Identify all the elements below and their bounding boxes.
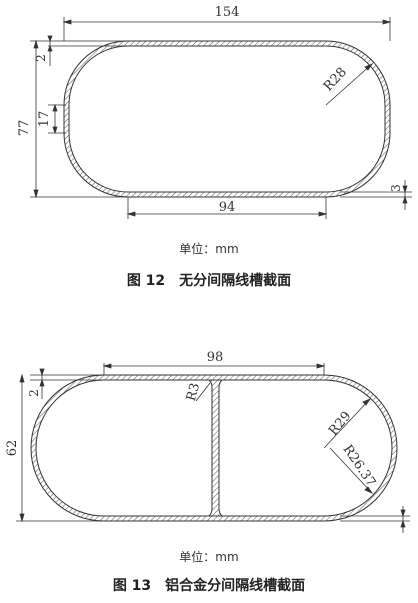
dim-radius-r28 xyxy=(325,63,374,106)
dim13-wall-label: 2 xyxy=(27,389,41,397)
dim-bottom-label: 94 xyxy=(219,200,236,215)
dim13-r3-label: R3 xyxy=(184,381,203,402)
dim-height-label: 77 xyxy=(17,120,32,137)
dim-radius-label: R28 xyxy=(321,65,350,94)
dim13-wall-2 xyxy=(30,368,110,399)
profile13-divider xyxy=(207,379,224,517)
figure-12-unit: 单位：mm xyxy=(179,242,239,256)
dim13-r2637-label: R26.37 xyxy=(340,442,379,489)
dim13-height-label: 62 xyxy=(5,440,20,457)
dim-3-label: 3 xyxy=(389,184,403,192)
dim13-height-62 xyxy=(16,373,104,523)
profile13-wall xyxy=(30,374,398,522)
figure-13-unit: 单位：mm xyxy=(179,550,239,564)
dim13-right-ticks xyxy=(340,506,410,533)
dim-3 xyxy=(340,180,412,210)
dim13-r29-label: R29 xyxy=(326,409,354,439)
dim-width-154 xyxy=(62,17,392,41)
dim-17-label: 17 xyxy=(37,111,52,128)
profile-wall xyxy=(63,40,391,198)
dim13-r29 xyxy=(323,398,372,449)
dim-wall-label: 2 xyxy=(34,54,48,62)
dim-height-77 xyxy=(30,39,128,199)
dim-bottom-94 xyxy=(126,197,328,219)
dim13-top-98 xyxy=(102,363,326,375)
dim-17 xyxy=(48,103,66,135)
figure-13-drawing: 98 2 62 R3 R29 R26.37 xyxy=(5,350,410,533)
figure-12-caption: 图 12 无分间隔线槽截面 xyxy=(126,273,292,289)
figure-13-caption: 图 13 铝合金分间隔线槽截面 xyxy=(112,578,306,594)
dim-width-label: 154 xyxy=(215,5,240,20)
dim13-top-label: 98 xyxy=(207,350,224,365)
figure-12-drawing: 154 77 2 17 R28 3 xyxy=(17,5,412,219)
dim13-r2637 xyxy=(329,447,374,494)
dim-wall-2 xyxy=(47,35,130,66)
dim13-r3 xyxy=(195,382,211,402)
